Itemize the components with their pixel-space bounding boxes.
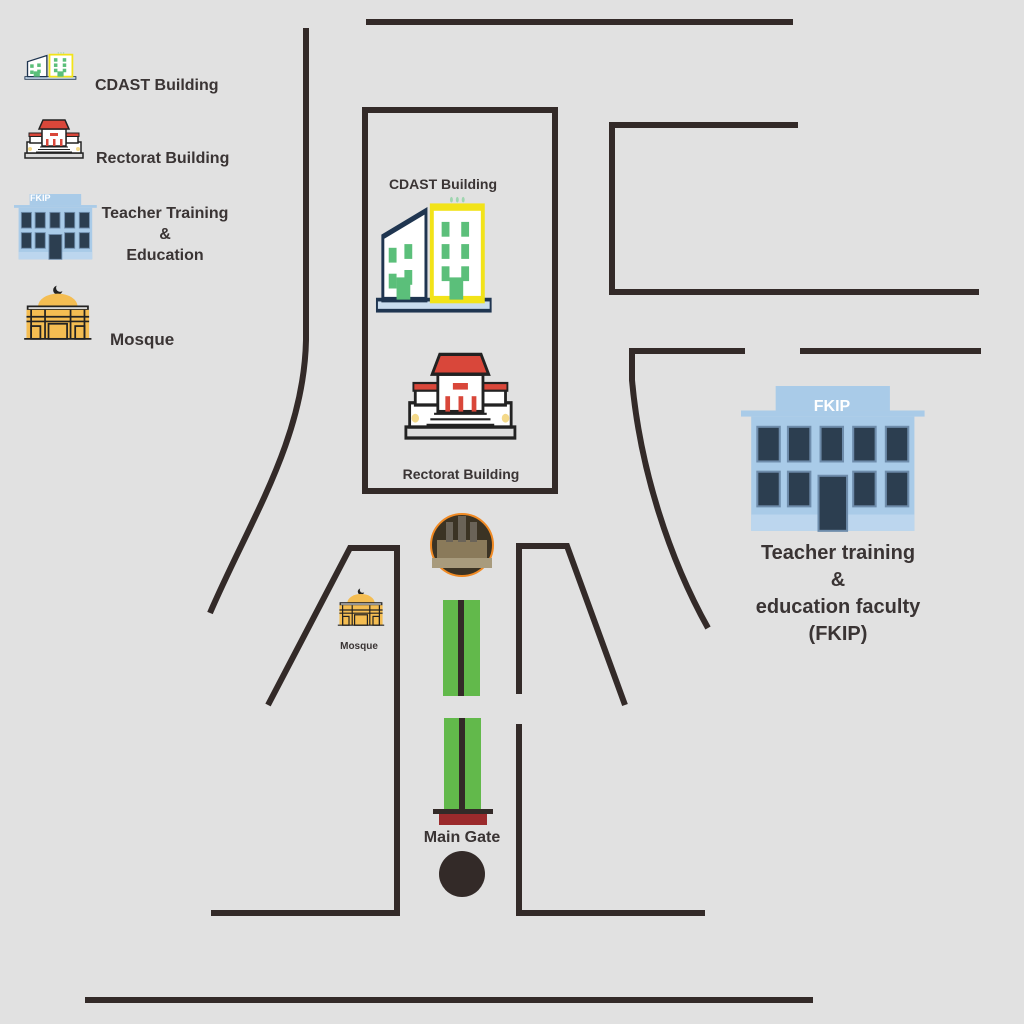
legend-label-mosque: Mosque xyxy=(110,330,174,349)
road-left-lower xyxy=(211,545,400,916)
cdast-building-icon[interactable] xyxy=(377,197,491,311)
gate-bar xyxy=(433,809,493,814)
median-strip-south xyxy=(444,718,481,810)
legend-mosque-icon xyxy=(23,282,93,340)
main-gate-icon[interactable] xyxy=(439,814,487,825)
legend-label-rectorat: Rectorat Building xyxy=(96,150,229,167)
fkip-label-line3: education faculty xyxy=(756,596,921,618)
legend-cdast-building-icon xyxy=(23,51,77,81)
road-right-lower xyxy=(516,543,628,707)
fkip-label-line4: (FKIP) xyxy=(809,623,868,645)
legend: CDAST Building Rectorat Building FKIP Te… xyxy=(13,51,229,349)
legend-label-fkip-line3: Education xyxy=(126,247,203,264)
road-right-middle xyxy=(629,348,745,630)
fkip-sign: FKIP xyxy=(814,398,851,415)
roads xyxy=(85,19,981,1003)
median-strip-north xyxy=(443,600,480,696)
rectorat-building-icon[interactable] xyxy=(404,352,517,440)
mosque-icon[interactable] xyxy=(337,586,385,626)
fkip-label-line1: Teacher training xyxy=(761,542,915,564)
road-right-lower-south xyxy=(516,724,705,916)
legend-fkip-sign: FKIP xyxy=(30,193,51,203)
rectorat-building-label[interactable]: Rectorat Building xyxy=(403,466,520,482)
legend-label-fkip-line2: & xyxy=(159,226,171,243)
road-right-upper-block xyxy=(609,122,979,295)
cdast-building-label[interactable]: CDAST Building xyxy=(389,176,497,192)
legend-label-fkip-line1: Teacher Training xyxy=(102,205,229,222)
main-gate-label: Main Gate xyxy=(424,829,501,846)
entrance-roundabout-marker[interactable] xyxy=(439,851,485,897)
fkip-label-line2: & xyxy=(831,569,845,591)
statue-monument-icon[interactable] xyxy=(430,513,494,577)
mosque-label: Mosque xyxy=(340,641,378,652)
road-left-upper xyxy=(207,28,309,615)
central-block xyxy=(362,107,558,494)
legend-fkip-building-icon xyxy=(13,193,98,260)
legend-rectorat-building-icon xyxy=(24,119,84,159)
legend-label-cdast: CDAST Building xyxy=(95,77,219,94)
